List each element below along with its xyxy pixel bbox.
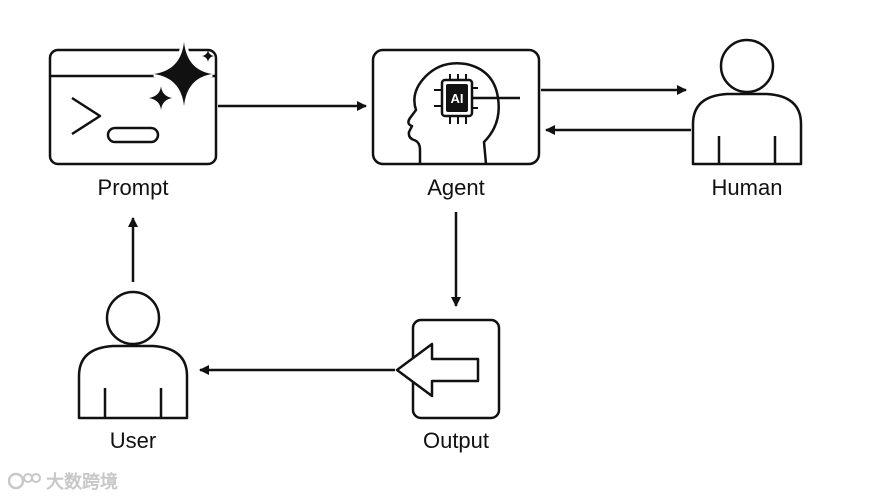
output-node [395,318,501,420]
person-icon [77,290,189,420]
user-node [77,290,189,420]
watermark: 大数跨境 [8,468,118,494]
output-arrow-icon [395,342,480,398]
terminal-prompt-icon [71,96,160,144]
sparkle-icon [149,41,214,110]
watermark-logo [8,472,41,490]
human-label: Human [711,175,783,200]
agent-label: Agent [427,175,485,200]
output-label: Output [422,428,490,453]
human-node [691,38,803,166]
prompt-node [48,41,218,166]
watermark-text: 大数跨境 [46,472,118,492]
agent-node: AI [371,48,541,166]
ai-head-icon: AI [407,62,520,165]
prompt-label: Prompt [97,175,169,200]
user-label: User [109,428,157,453]
ai-chip-label: AI [451,91,464,106]
person-icon [691,38,803,166]
